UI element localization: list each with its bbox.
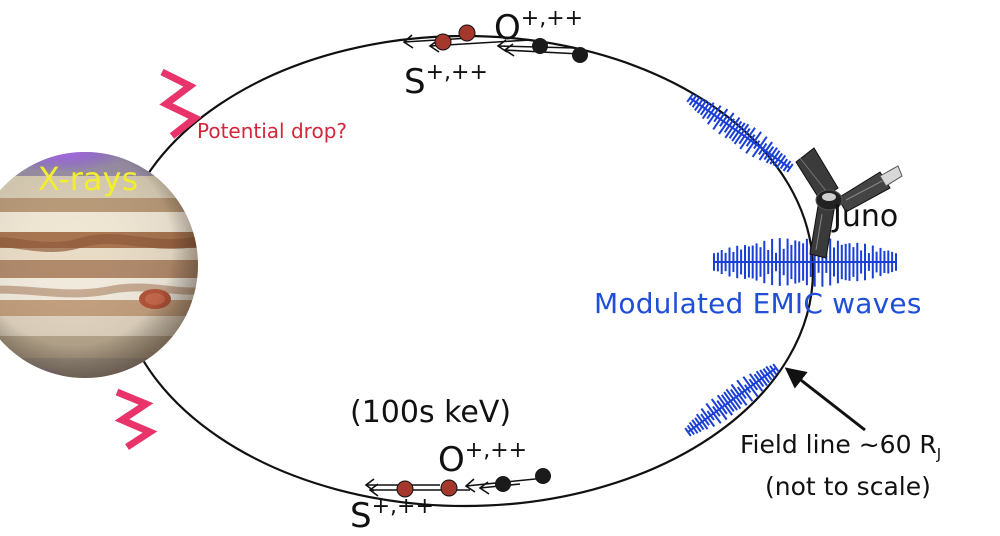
field-line-text: Field line ~60 R — [740, 430, 937, 459]
emic-waves-label: Modulated EMIC waves — [594, 287, 922, 320]
oxygen-ion-label-bottom: O+,++ — [438, 438, 528, 480]
emic-wave-center — [713, 237, 897, 287]
ion-charge: +,++ — [371, 494, 434, 519]
emic-wave-upper — [686, 93, 794, 173]
energy-label: (100s keV) — [350, 395, 512, 430]
emic-wave-lower — [684, 363, 780, 437]
oxygen-ion-label-top: O+,++ — [494, 6, 584, 48]
sulfur-ion-label-bottom: S+,++ — [350, 494, 434, 536]
oxygen-ion-top-1 — [532, 38, 548, 54]
field-line-pointer-arrow — [784, 367, 866, 432]
oxygen-ion-top-2 — [572, 47, 588, 63]
not-to-scale-label: (not to scale) — [765, 472, 931, 501]
ion-symbol: O — [438, 440, 465, 480]
field-line-subscript: J — [936, 445, 942, 463]
ion-charge: +,++ — [425, 60, 488, 85]
juno-label: Juno — [833, 199, 899, 234]
potential-drop-label: Potential drop? — [197, 119, 347, 143]
sulfur-ion-bottom-2 — [440, 479, 458, 497]
oxygen-ion-bottom-2 — [535, 468, 551, 484]
ion-symbol: S — [404, 62, 426, 102]
ion-charge: +,++ — [464, 438, 528, 463]
field-line-label: Field line ~60 RJ — [740, 432, 941, 462]
juno-spacecraft-icon — [795, 147, 903, 259]
field-line-ellipse — [115, 34, 815, 508]
jupiter-planet — [0, 152, 198, 378]
wave-axis — [689, 97, 791, 169]
sulfur-ion-top-1 — [434, 33, 452, 51]
wave-axis — [687, 367, 777, 433]
ion-symbol: S — [350, 496, 372, 536]
xrays-anchor — [60, 160, 61, 161]
xrays-label: X-rays — [38, 160, 138, 198]
sulfur-ion-top-2 — [458, 24, 476, 42]
oxygen-ion-bottom-1 — [495, 476, 511, 492]
sulfur-ion-label-top: S+,++ — [404, 60, 488, 102]
ion-symbol: O — [494, 8, 521, 48]
potential-drop-zigzag-bottom — [114, 388, 158, 450]
potential-drop-zigzag-top — [159, 68, 202, 139]
sulfur-ion-bottom-1 — [396, 480, 414, 498]
ion-charge: +,++ — [520, 6, 584, 31]
